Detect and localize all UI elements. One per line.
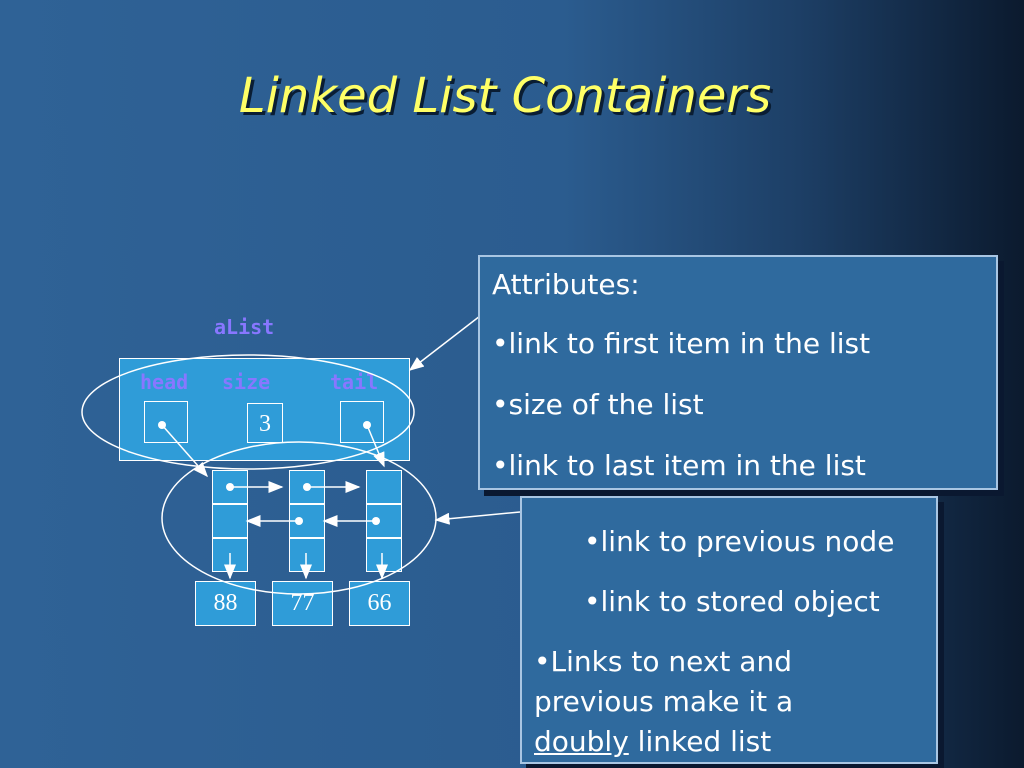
attribute-item-size: •size of the list (492, 388, 704, 421)
tail-arrow (366, 424, 385, 468)
container-ellipse (81, 354, 415, 470)
attribute-item-first: •link to first item in the list (492, 327, 871, 360)
node-description-box: •link to previous node •link to stored o… (520, 496, 938, 764)
attributes-callout-arrow (408, 315, 481, 371)
doubly-note-line1: •Links to next and (534, 645, 792, 678)
attribute-item-last: •link to last item in the list (492, 449, 866, 482)
head-pointer-slot (144, 401, 188, 443)
slide-title: Linked List Containers (238, 68, 772, 124)
node-3-next-cell (366, 470, 402, 504)
doubly-word: doubly (534, 725, 629, 758)
doubly-note-line3: doubly linked list (534, 722, 936, 762)
node-item-object: •link to stored object (584, 585, 880, 618)
node-callout-arrow (434, 511, 521, 525)
doubly-note-line2: previous make it a (534, 685, 794, 718)
head-arrow (161, 424, 208, 478)
size-field-label: size (222, 370, 271, 394)
attributes-heading: Attributes: (492, 268, 640, 301)
size-value: 3 (247, 403, 283, 443)
node-item-prev: •link to previous node (584, 525, 895, 558)
doubly-note-suffix: linked list (628, 725, 772, 758)
stored-object-2: 77 (272, 581, 333, 626)
container-name-label: aList (214, 315, 275, 339)
attributes-box: Attributes: •link to first item in the l… (478, 255, 998, 490)
head-field-label: head (140, 370, 189, 394)
node-1-prev-cell (212, 504, 248, 538)
stored-object-3: 66 (349, 581, 410, 626)
tail-pointer-slot (340, 401, 384, 443)
